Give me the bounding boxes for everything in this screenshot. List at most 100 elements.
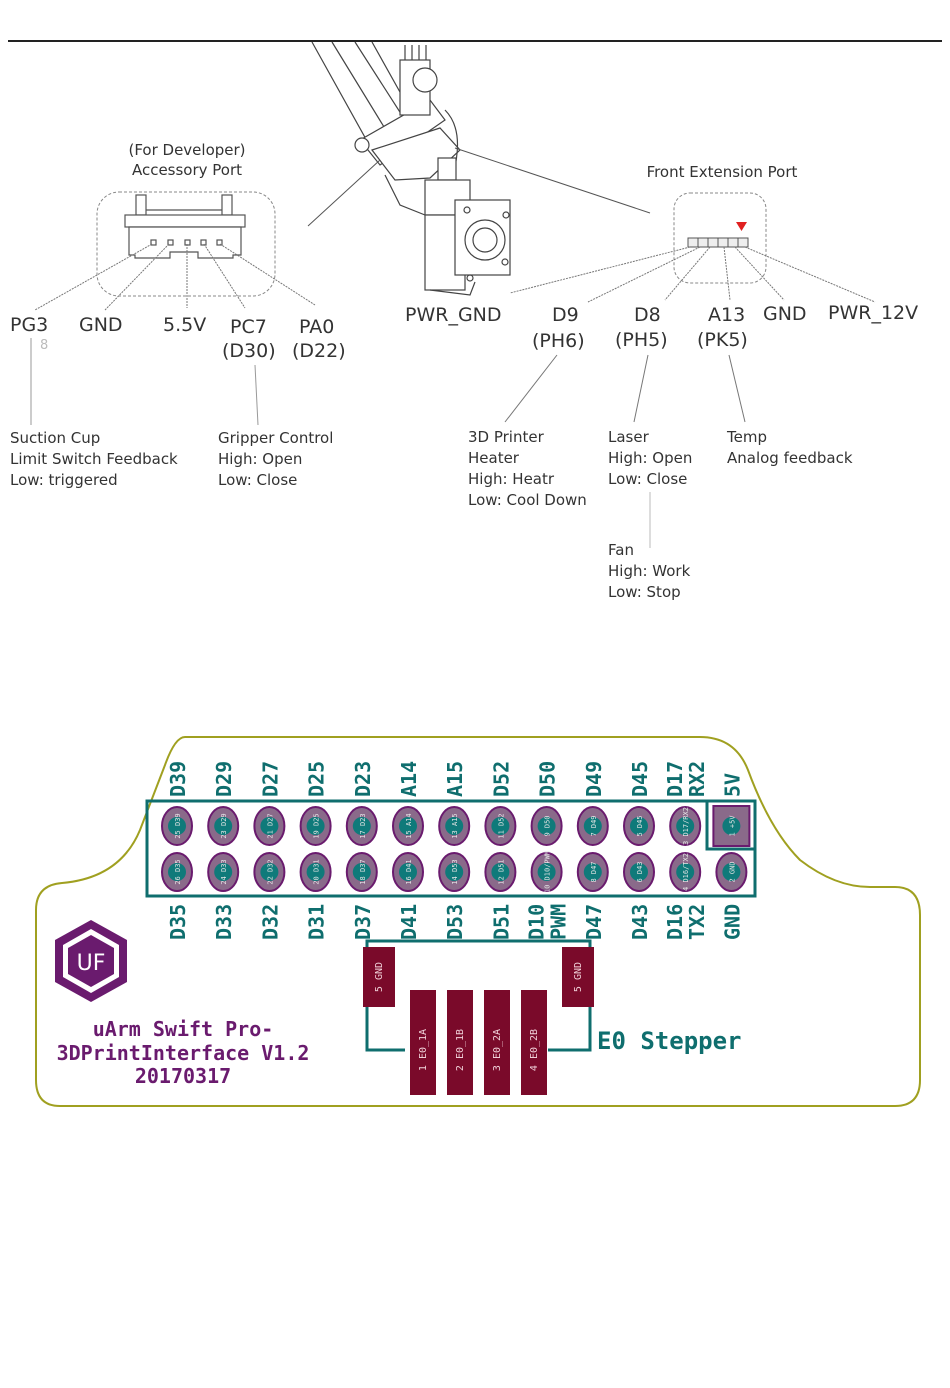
bottom-pin-label: D37	[351, 904, 375, 940]
front-port-header	[687, 237, 749, 248]
note-line: 3D Printer	[468, 428, 545, 446]
e0-stepper-connector	[365, 939, 592, 1052]
illustration-leaders	[307, 147, 651, 227]
stepper-pad-label: 3 E0_2A	[492, 1029, 503, 1071]
top-pin-label: D23	[351, 761, 375, 797]
note-line: Fan	[608, 541, 634, 559]
pin-label-pg3: PG3	[10, 314, 48, 336]
header-pad: 15 A14	[392, 806, 424, 846]
stepper-pad-label: 1 E0_1A	[418, 1029, 429, 1071]
note-line: Low: triggered	[10, 471, 118, 489]
note-line: Low: Close	[608, 470, 687, 488]
bottom-pin-label: TX2	[685, 904, 709, 940]
top-pin-label: A14	[397, 761, 421, 797]
bottom-pin-label: D35	[166, 904, 190, 940]
pad-label: 23 D29	[220, 813, 228, 838]
pin-label-d8: D8	[634, 304, 661, 326]
fan-note: Fan High: Work Low: Stop	[608, 541, 691, 601]
bottom-pin-label: D41	[397, 904, 421, 940]
board-title-2: 3DPrintInterface V1.2	[57, 1041, 310, 1065]
bottom-pin-label: D47	[582, 904, 606, 940]
pin-alt-pa0: (D22)	[292, 340, 346, 362]
top-pin-label: D52	[489, 761, 513, 797]
pin-label-pc7: PC7	[230, 316, 267, 338]
accessory-port-title-1: (For Developer)	[128, 141, 245, 159]
pc7-leader	[254, 364, 259, 426]
gripper-note: Gripper Control High: Open Low: Close	[218, 429, 333, 489]
note-line: Gripper Control	[218, 429, 333, 447]
pin-label-pwr-gnd: PWR_GND	[405, 304, 502, 326]
bottom-pin-label: PWM	[547, 904, 571, 940]
pad-label: 13 A15	[451, 813, 459, 838]
header-pad: 24 D33	[207, 852, 240, 892]
pad-label: 15 A14	[405, 813, 413, 838]
note-line: High: Heatr	[468, 470, 555, 488]
accessory-port: (For Developer) Accessory Port PG3 GND 5…	[10, 141, 346, 489]
top-pin-label: 5V	[720, 773, 744, 797]
note-line: Temp	[726, 428, 767, 446]
pad-label: 6 D43	[636, 861, 644, 882]
pad-label: 22 D32	[266, 859, 274, 884]
pg3-mark: 8	[40, 338, 48, 353]
front-port-leaders	[509, 246, 876, 303]
top-pin-label: RX2	[685, 761, 709, 797]
note-line: Low: Cool Down	[468, 491, 587, 509]
pin1-box	[705, 799, 757, 851]
pad-label: 8 D47	[590, 861, 598, 882]
pad-label: 16 D41	[405, 859, 413, 884]
pin-label-pwr-12v: PWR_12V	[828, 302, 918, 324]
top-pin-label: D29	[212, 761, 236, 797]
note-line: Suction Cup	[10, 429, 100, 447]
header-pad: 19 D25	[299, 806, 332, 846]
note-line: Low: Close	[218, 471, 297, 489]
pin-label-gnd: GND	[79, 314, 123, 336]
pad-label: 26 D35	[174, 859, 182, 884]
stepper-pad-label: 4 E0_2B	[529, 1029, 540, 1071]
header-pad: 2 GND	[715, 852, 748, 892]
pad-label: 3 D17/RX2	[682, 807, 690, 845]
pad-label: 4 D16/TX2	[682, 853, 690, 891]
pad-label: 10 D10/PWM	[544, 851, 552, 893]
note-line: Low: Stop	[608, 583, 681, 601]
pad-label: 11 D52	[497, 813, 505, 838]
header-pad: 8 D47	[576, 852, 609, 892]
stepper-pad-label: 5 GND	[374, 962, 385, 992]
pin-alt-pc7: (D30)	[222, 340, 276, 362]
bottom-pin-label: D51	[489, 904, 513, 940]
board-title-3: 20170317	[135, 1064, 231, 1088]
page-header-rule	[8, 40, 942, 42]
note-line: Heater	[468, 449, 520, 467]
header-pad: 7 D49	[576, 806, 609, 846]
stepper-pad: 3 E0_2A	[484, 990, 510, 1095]
pad-label: 5 D45	[636, 815, 644, 836]
note-line: Laser	[608, 428, 650, 446]
header-pad: 14 D53	[438, 852, 471, 892]
header-pad: 12 D51	[484, 852, 517, 892]
bottom-pin-label: D31	[305, 904, 329, 940]
pad-label: 12 D51	[497, 859, 505, 884]
pad-label: 21 D27	[266, 813, 274, 838]
pin-label-a13: A13	[708, 304, 745, 326]
header-pad: 22 D32	[253, 852, 286, 892]
heater-note: 3D Printer Heater High: Heatr Low: Cool …	[468, 428, 587, 509]
note-line: High: Open	[218, 450, 302, 468]
note-line: High: Open	[608, 449, 692, 467]
pad-label: 2 GND	[728, 861, 736, 882]
header-pad: 18 D37	[345, 852, 378, 892]
pin-alt-a13: (PK5)	[697, 329, 748, 351]
pad-label: 1 +5V	[728, 815, 736, 837]
top-pin-label: D45	[628, 761, 652, 797]
stepper-pad-label: 2 E0_1B	[455, 1029, 466, 1071]
pad-label: 19 D25	[313, 813, 321, 838]
bottom-pin-label: D33	[212, 904, 236, 940]
bottom-pin-label: D32	[258, 904, 282, 940]
bottom-pin-label: D10	[525, 904, 549, 940]
laser-note: Laser High: Open Low: Close	[608, 428, 692, 488]
note-line: High: Work	[608, 562, 691, 580]
pin-label-5v5: 5.5V	[163, 314, 206, 336]
